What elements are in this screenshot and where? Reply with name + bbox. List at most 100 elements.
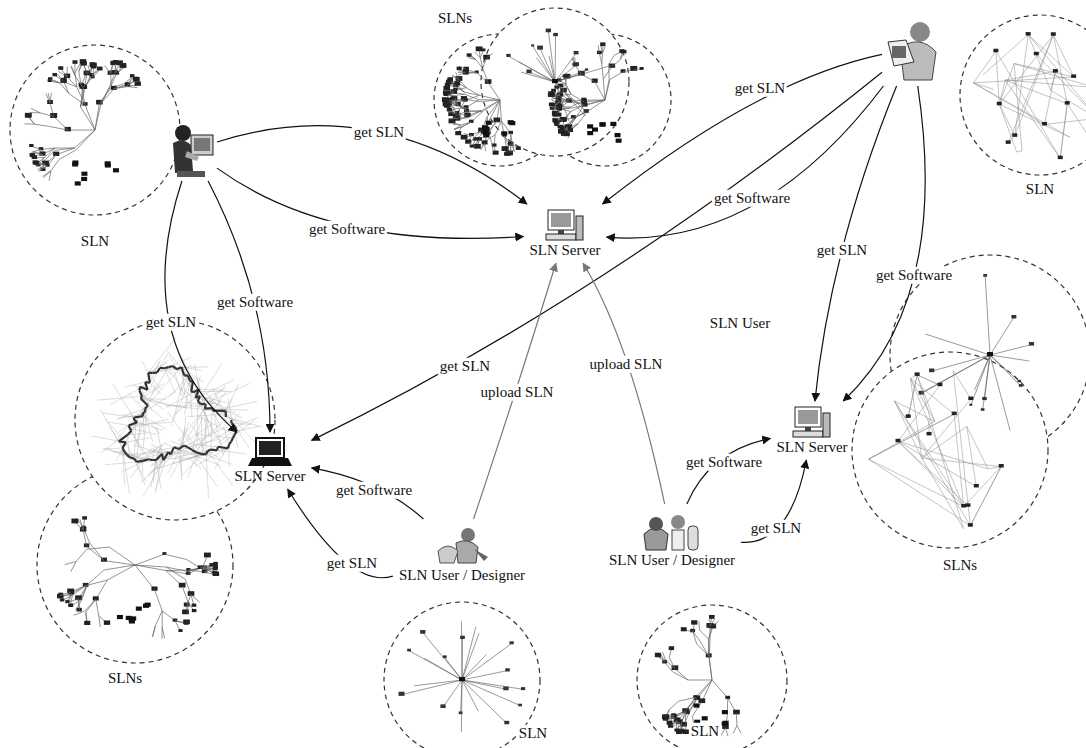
graph-link xyxy=(199,389,224,391)
graph-link xyxy=(605,79,609,100)
graph-link xyxy=(1028,35,1050,91)
graph-link xyxy=(692,702,701,716)
graph-link xyxy=(148,373,160,388)
graph-link xyxy=(177,369,199,381)
graph-link xyxy=(67,77,77,87)
graph-node xyxy=(505,668,510,671)
graph-link xyxy=(150,383,161,394)
cluster-label: SLNs xyxy=(941,557,979,574)
graph-link xyxy=(709,627,713,639)
graph-link xyxy=(910,378,963,506)
graph-link xyxy=(121,451,137,462)
graph-node xyxy=(91,65,96,69)
graph-link xyxy=(198,401,199,402)
graph-link xyxy=(970,467,1001,526)
graph-node xyxy=(968,523,973,527)
graph-link xyxy=(469,138,473,145)
graph-link xyxy=(87,546,104,560)
graph-link xyxy=(199,403,221,444)
graph-node xyxy=(71,519,78,524)
graph-link xyxy=(75,64,80,73)
icon xyxy=(169,121,215,179)
graph-link xyxy=(483,58,487,68)
graph-link xyxy=(676,721,677,730)
graph-link xyxy=(124,452,126,455)
graph-link xyxy=(188,447,192,450)
graph-link xyxy=(1053,35,1073,77)
graph-link xyxy=(555,82,569,121)
graph-link xyxy=(208,451,220,458)
graph-link xyxy=(105,462,137,465)
graph-node xyxy=(537,46,543,50)
graph-link xyxy=(512,144,514,152)
graph-link xyxy=(894,401,921,458)
graph-link xyxy=(168,452,211,455)
graph-link xyxy=(152,449,154,460)
graph-link xyxy=(1005,80,1086,87)
graph-link xyxy=(975,355,990,390)
graph-link xyxy=(894,401,963,507)
graph-link xyxy=(59,592,70,595)
graph-link xyxy=(519,62,555,82)
graph-link xyxy=(555,70,587,82)
graph-node xyxy=(444,93,449,96)
sln-graph xyxy=(399,622,526,732)
graph-link xyxy=(198,396,200,401)
graph-link xyxy=(113,384,134,417)
graph-link xyxy=(46,94,50,103)
sln-graph xyxy=(973,32,1086,159)
graph-node xyxy=(690,629,695,632)
graph-link xyxy=(102,413,133,418)
graph-link xyxy=(226,411,257,444)
graph-link xyxy=(488,83,500,100)
graph-node xyxy=(663,714,670,719)
graph-link xyxy=(665,662,673,671)
graph-link xyxy=(973,77,1073,83)
graph-link xyxy=(148,362,167,373)
graph-link xyxy=(137,461,143,462)
graph-node xyxy=(669,646,674,650)
graph-link xyxy=(213,402,257,411)
graph-link xyxy=(166,444,177,448)
graph-node xyxy=(895,439,900,443)
graph-link xyxy=(679,697,696,701)
graph-link xyxy=(688,680,712,681)
graph-link xyxy=(869,421,935,459)
graph-node xyxy=(937,383,942,387)
graph-link xyxy=(143,460,163,497)
graph-link xyxy=(148,337,176,373)
graph-link xyxy=(76,130,95,150)
graph-link xyxy=(898,441,976,486)
graph-link xyxy=(462,654,486,680)
graph-link xyxy=(75,130,95,148)
graph-link xyxy=(708,627,712,639)
graph-node xyxy=(974,484,979,488)
graph-link xyxy=(39,166,48,171)
graph-link xyxy=(40,113,54,117)
node-label: SLN xyxy=(1024,181,1056,198)
graph-link xyxy=(454,94,465,95)
graph-link xyxy=(130,428,132,430)
graph-node xyxy=(461,135,468,140)
graph-link xyxy=(51,159,59,170)
graph-link xyxy=(480,58,482,69)
graph-link xyxy=(971,355,990,405)
graph-link xyxy=(462,680,523,689)
graph-link xyxy=(126,438,151,443)
edge-label: upload SLN xyxy=(588,356,665,373)
graph-link xyxy=(128,87,138,88)
graph-link xyxy=(191,595,200,603)
graph-link xyxy=(35,124,49,126)
graph-link xyxy=(462,638,464,680)
graph-link xyxy=(100,431,131,454)
graph-link xyxy=(135,565,166,571)
graph-link xyxy=(181,448,182,480)
graph-link xyxy=(224,411,227,414)
server-laptop: SLN Server xyxy=(230,434,309,487)
graph-link xyxy=(127,455,153,462)
graph-link xyxy=(144,412,153,442)
graph-link xyxy=(214,445,229,469)
graph-node xyxy=(209,563,214,566)
graph-link xyxy=(456,111,466,115)
node-label: SLN Server xyxy=(234,468,305,485)
